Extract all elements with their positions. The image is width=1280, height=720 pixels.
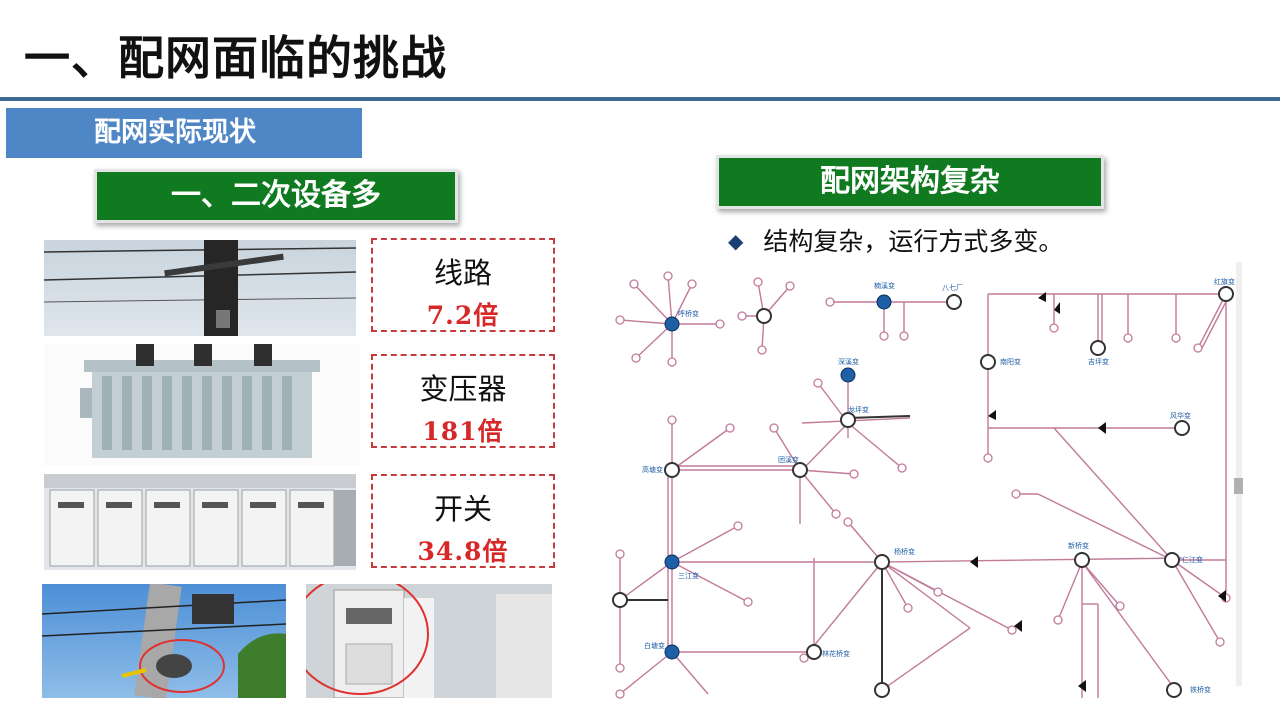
diagram-scrollbar[interactable] bbox=[1236, 262, 1242, 686]
left-heading: 一、二次设备多 bbox=[94, 169, 458, 223]
ratio-box-lines: 线路 7.2倍 bbox=[371, 238, 555, 332]
diamond-bullet-icon: ◆ bbox=[728, 229, 744, 253]
ratio-label: 线路 bbox=[433, 256, 492, 290]
station-label: 红旗变 bbox=[1214, 277, 1235, 286]
ratio-value: 7.2倍 bbox=[426, 301, 500, 330]
station-label: 林花桥变 bbox=[822, 649, 850, 658]
ratio-value: 34.8倍 bbox=[417, 537, 509, 566]
page-title: 一、配网面临的挑战 bbox=[24, 31, 447, 85]
ratio-label: 开关 bbox=[433, 492, 492, 526]
section-tag: 配网实际现状 bbox=[6, 108, 362, 158]
station-label: 深溪变 bbox=[838, 357, 859, 366]
bullet-point: ◆ 结构复杂，运行方式多变。 bbox=[728, 222, 1063, 258]
switchgear-photo bbox=[44, 474, 356, 570]
station-label: 呼桥变 bbox=[678, 309, 699, 318]
station-label: 南阳变 bbox=[1000, 357, 1021, 366]
right-heading: 配网架构复杂 bbox=[716, 155, 1104, 209]
diagram-scroll-thumb[interactable] bbox=[1234, 478, 1243, 494]
station-label: 高塘变 bbox=[642, 465, 663, 474]
station-label: 吉坪变 bbox=[1088, 357, 1109, 366]
title-divider bbox=[0, 97, 1280, 101]
station-label: 龙坪变 bbox=[848, 405, 869, 414]
cabinet-photo bbox=[306, 584, 552, 698]
ratio-label: 变压器 bbox=[419, 372, 507, 406]
station-label: 新桥变 bbox=[1068, 541, 1089, 550]
station-label: 白塘变 bbox=[644, 641, 665, 650]
station-label: 风华变 bbox=[1170, 411, 1191, 420]
network-diagram: 呼桥变 楠溪变 八七厂 红旗变 南阳变 吉坪变 深溪变 龙坪变 风华变 高塘变 … bbox=[608, 258, 1242, 704]
station-label: 团溪变 bbox=[778, 455, 799, 464]
station-label: 楠溪变 bbox=[874, 281, 895, 290]
pole-device-photo bbox=[42, 584, 286, 698]
bullet-text: 结构复杂，运行方式多变。 bbox=[763, 227, 1064, 256]
ratio-box-switches: 开关 34.8倍 bbox=[371, 474, 555, 568]
transformer-photo bbox=[44, 344, 360, 466]
power-line-photo bbox=[44, 240, 356, 336]
station-label: 杨桥变 bbox=[894, 547, 915, 556]
station-label: 八七厂 bbox=[942, 283, 963, 292]
station-label: 仁江变 bbox=[1182, 555, 1203, 564]
station-label: 铁桥变 bbox=[1190, 685, 1211, 694]
station-label: 三江变 bbox=[678, 571, 699, 580]
ratio-value: 181倍 bbox=[422, 417, 504, 446]
ratio-box-transformers: 变压器 181倍 bbox=[371, 354, 555, 448]
